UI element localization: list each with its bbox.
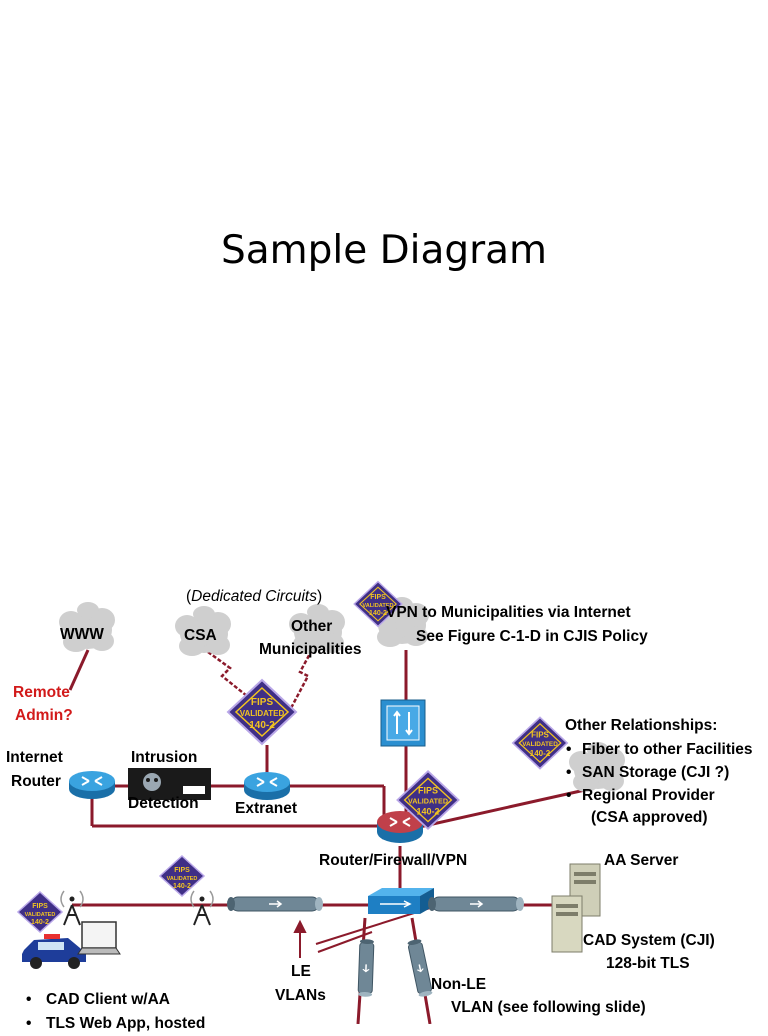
fips-badge-icon-wireless xyxy=(159,855,205,897)
link-cable-icon-le xyxy=(357,938,375,998)
network-links xyxy=(68,649,586,1024)
link-cable-icon-right xyxy=(427,896,525,912)
circuit-csa xyxy=(207,650,253,701)
ids-appliance-icon xyxy=(128,768,211,800)
label-non-le: Non-LE xyxy=(431,976,487,993)
label-other-2: Municipalities xyxy=(259,641,362,658)
list-item: Fiber to other Facilities xyxy=(566,738,753,761)
label-vpn-line1: VPN to Municipalities via Internet xyxy=(386,604,631,621)
label-remote-admin-1: Remote xyxy=(13,684,70,701)
label-non-le-vlan: VLAN (see following slide) xyxy=(451,999,646,1016)
page-title: Sample Diagram xyxy=(220,228,548,273)
list-item: CAD Client w/AA xyxy=(26,988,205,1012)
circuit-municipalities xyxy=(288,649,314,711)
label-other-1: Other xyxy=(291,618,333,635)
label-internet: Internet xyxy=(6,749,63,766)
router-icon-internet xyxy=(68,770,116,800)
label-dedicated-circuits: (Dedicated Circuits) xyxy=(186,585,322,608)
router-icon-core xyxy=(377,811,423,843)
label-vpn-line2: See Figure C-1-D in CJIS Policy xyxy=(416,628,648,645)
label-detection: Detection xyxy=(128,795,199,812)
police-car-icon xyxy=(22,934,86,969)
server-icon-cad xyxy=(551,895,583,953)
link-cable-icon-nonle xyxy=(406,937,434,999)
label-router-firewall-vpn: Router/Firewall/VPN xyxy=(319,852,468,869)
arrow-le-1 xyxy=(317,931,373,953)
firewall-icon xyxy=(380,699,426,747)
antenna-icon-left xyxy=(60,890,84,926)
label-cad-system: CAD System (CJI) xyxy=(583,932,715,949)
label-intrusion: Intrusion xyxy=(131,749,198,766)
label-remote-admin-2: Admin? xyxy=(15,707,73,724)
other-relationships-list: Fiber to other Facilities SAN Storage (C… xyxy=(566,738,753,807)
list-item: Regional Provider xyxy=(566,784,753,807)
label-tls: 128-bit TLS xyxy=(606,955,690,972)
label-other-relationships: Other Relationships: xyxy=(565,717,718,734)
fips-badge-icon-other xyxy=(511,716,569,770)
arrow-le-up-head xyxy=(293,919,307,933)
dedicated-circuits-text: Dedicated Circuits xyxy=(191,588,317,605)
dedicated-circuits xyxy=(207,649,314,711)
link-cable-icon-left xyxy=(226,896,324,912)
switch-icon xyxy=(368,888,434,914)
fips-badge-icon-extranet xyxy=(227,679,297,745)
dedicated-paren-close: ) xyxy=(316,588,323,605)
laptop-icon xyxy=(77,921,121,955)
client-bullets: CAD Client w/AA TLS Web App, hosted xyxy=(26,988,205,1036)
fips-badge-icon-car xyxy=(17,891,63,933)
label-vlans: VLANs xyxy=(275,987,326,1004)
dedicated-paren-open: ( xyxy=(186,588,192,605)
label-extranet: Extranet xyxy=(235,800,298,817)
antenna-icon-right xyxy=(190,890,214,926)
router-icon-extranet xyxy=(243,771,291,801)
label-csa: CSA xyxy=(184,627,217,644)
label-aa-server: AA Server xyxy=(604,852,679,869)
link-www-remote xyxy=(68,649,90,691)
list-item: SAN Storage (CJI ?) xyxy=(566,761,753,784)
label-router: Router xyxy=(11,773,61,790)
link-core-other xyxy=(414,788,586,830)
label-csa-approved: (CSA approved) xyxy=(591,809,708,826)
list-item: TLS Web App, hosted xyxy=(26,1012,205,1036)
label-www: WWW xyxy=(60,626,104,643)
label-le: LE xyxy=(291,963,311,980)
